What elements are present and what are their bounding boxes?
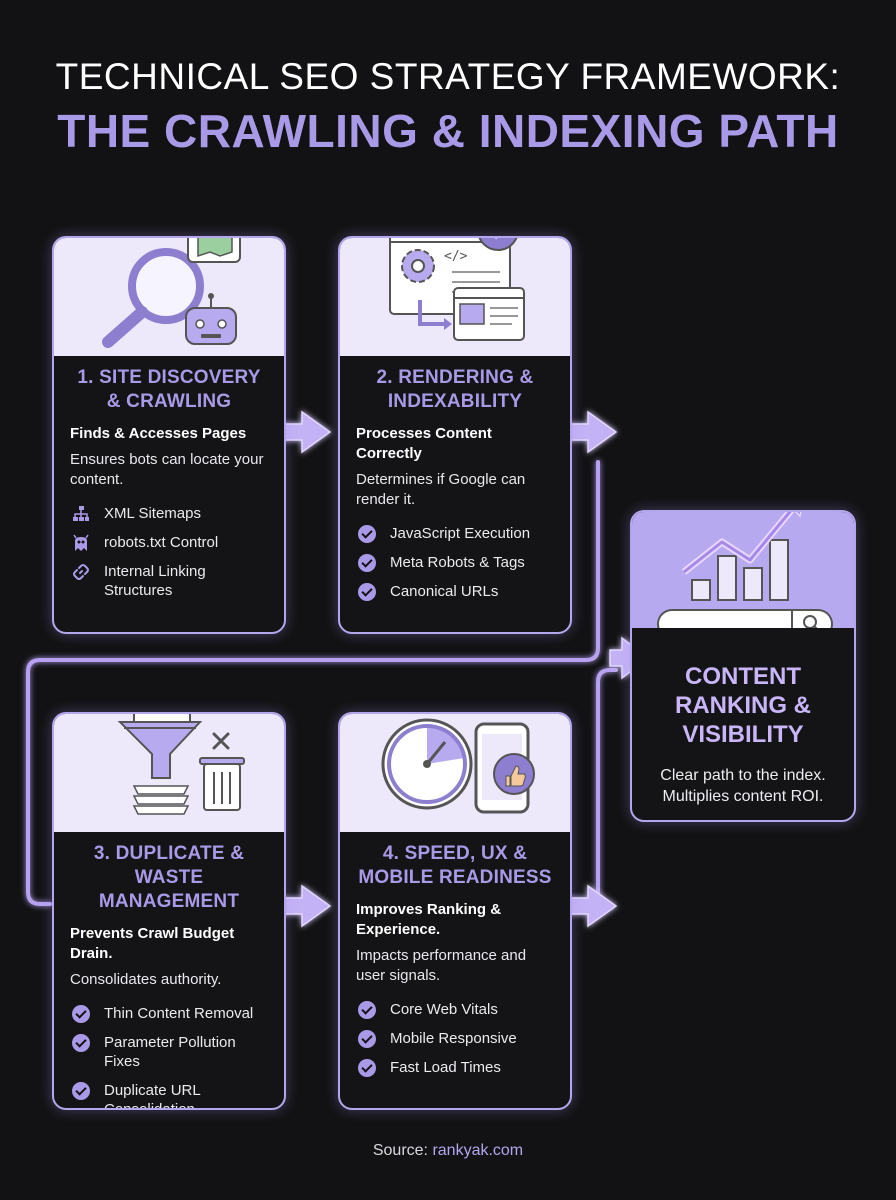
list-item-label: XML Sitemaps [104,505,201,522]
source-prefix: Source: [372,1142,433,1159]
title-line-2: THE CRAWLING & INDEXING PATH [57,105,839,157]
card-content-ranking: CONTENT RANKING & VISIBILITY Clear path … [630,510,856,822]
list-item-label: Meta Robots & Tags [390,554,525,571]
trend-arrow-icon [681,512,802,575]
paper-stack-icon [132,785,190,815]
title-line-1: TECHNICAL SEO STRATEGY FRAMEWORK: [55,56,841,97]
card-title: 3. DUPLICATE & WASTE MANAGEMENT [93,843,245,912]
list-item-label: Core Web Vitals [390,1001,498,1018]
list-item-label: Thin Content Removal [104,1005,254,1022]
card-subtitle: Finds & Accesses Pages [70,425,247,442]
check-icon [358,1030,376,1048]
card-subtitle: Processes Content Correctly [356,425,492,462]
card-illustration [54,714,284,832]
list-item-label: Mobile Responsive [390,1030,517,1047]
browser-window-icon [453,287,525,341]
list-item-label: Duplicate URL Consolidation [104,1082,201,1110]
list-item-label: Internal Linking Structures [104,563,206,599]
list-item: XML Sitemaps [70,504,268,523]
list-item: Duplicate URL Consolidation [70,1081,268,1110]
check-icon [358,1001,376,1019]
list-item-label: JavaScript Execution [390,525,531,542]
svg-text:</>: </> [444,249,468,264]
source-credit: Source: rankyak.com [0,1142,896,1160]
list-item-label: Canonical URLs [390,583,499,600]
card-rendering: </> 2 [338,236,572,634]
card-description: Impacts performance and user signals. [356,947,527,984]
check-icon [72,1034,90,1052]
source-link[interactable]: rankyak.com [432,1142,524,1159]
thumbs-up-icon [493,753,535,795]
list-item: Fast Load Times [356,1058,554,1077]
search-bar-icon [657,609,833,639]
card-illustration [632,512,854,639]
check-icon [72,1005,90,1023]
link-icon [73,564,89,580]
list-item: Parameter Pollution Fixes [70,1033,268,1071]
card-duplicate-waste: 3. DUPLICATE & WASTE MANAGEMENT Prevents… [52,712,286,1110]
trash-can-icon [199,757,245,811]
robot-icon [185,293,237,345]
list-item-label: Fast Load Times [390,1059,501,1076]
stopwatch-icon [381,718,473,810]
list-item-label: Parameter Pollution Fixes [104,1034,236,1070]
check-icon [358,554,376,572]
list-item: Core Web Vitals [356,1000,554,1019]
list-item: Thin Content Removal [70,1004,268,1023]
flow-arrow-icon [418,300,448,326]
funnel-icon [117,721,203,779]
card-list: Thin Content Removal Parameter Pollution… [70,1004,268,1110]
list-item: Internal Linking Structures [70,562,268,600]
list-item-label: robots.txt Control [104,534,219,551]
check-icon [72,1082,90,1100]
check-icon [358,583,376,601]
card-illustration: </> [340,238,570,356]
remove-x-icon [212,732,230,750]
bot-icon [73,534,89,551]
list-item: JavaScript Execution [356,524,554,543]
card-site-discovery: 1. SITE DISCOVERY & CRAWLING Finds & Acc… [52,236,286,634]
card-title: 2. RENDERING & INDEXABILITY [376,367,534,412]
card-description: Ensures bots can locate your content. [70,451,264,488]
card-description: Determines if Google can render it. [356,471,526,508]
card-list: Core Web Vitals Mobile Responsive Fast L… [356,1000,554,1077]
card-illustration [340,714,570,832]
bar-chart-icon [691,539,789,601]
connector-card4-to-final [596,668,618,902]
card-description: Clear path to the index. Multiplies cont… [660,767,826,805]
check-icon [358,525,376,543]
card-description: Consolidates authority. [70,971,222,988]
list-item: Mobile Responsive [356,1029,554,1048]
card-list: XML Sitemaps robots.txt Control Internal… [70,504,268,600]
card-title: 4. SPEED, UX & MOBILE READINESS [358,843,552,888]
list-item: Canonical URLs [356,582,554,601]
card-title: 1. SITE DISCOVERY & CRAWLING [77,367,261,412]
verified-badge-icon [478,238,518,251]
list-item: Meta Robots & Tags [356,553,554,572]
list-item: robots.txt Control [70,533,268,552]
card-subtitle: Prevents Crawl Budget Drain. [70,925,235,962]
sitemap-icon [73,506,89,521]
card-subtitle: Improves Ranking & Experience. [356,901,502,938]
card-title: CONTENT RANKING & VISIBILITY [675,663,811,748]
magnifier-icon [102,248,204,348]
card-list: JavaScript Execution Meta Robots & Tags … [356,524,554,601]
card-illustration [54,238,284,356]
card-speed-ux: 4. SPEED, UX & MOBILE READINESS Improves… [338,712,572,1110]
map-icon [187,238,241,263]
gear-icon [401,249,435,283]
check-icon [358,1059,376,1077]
